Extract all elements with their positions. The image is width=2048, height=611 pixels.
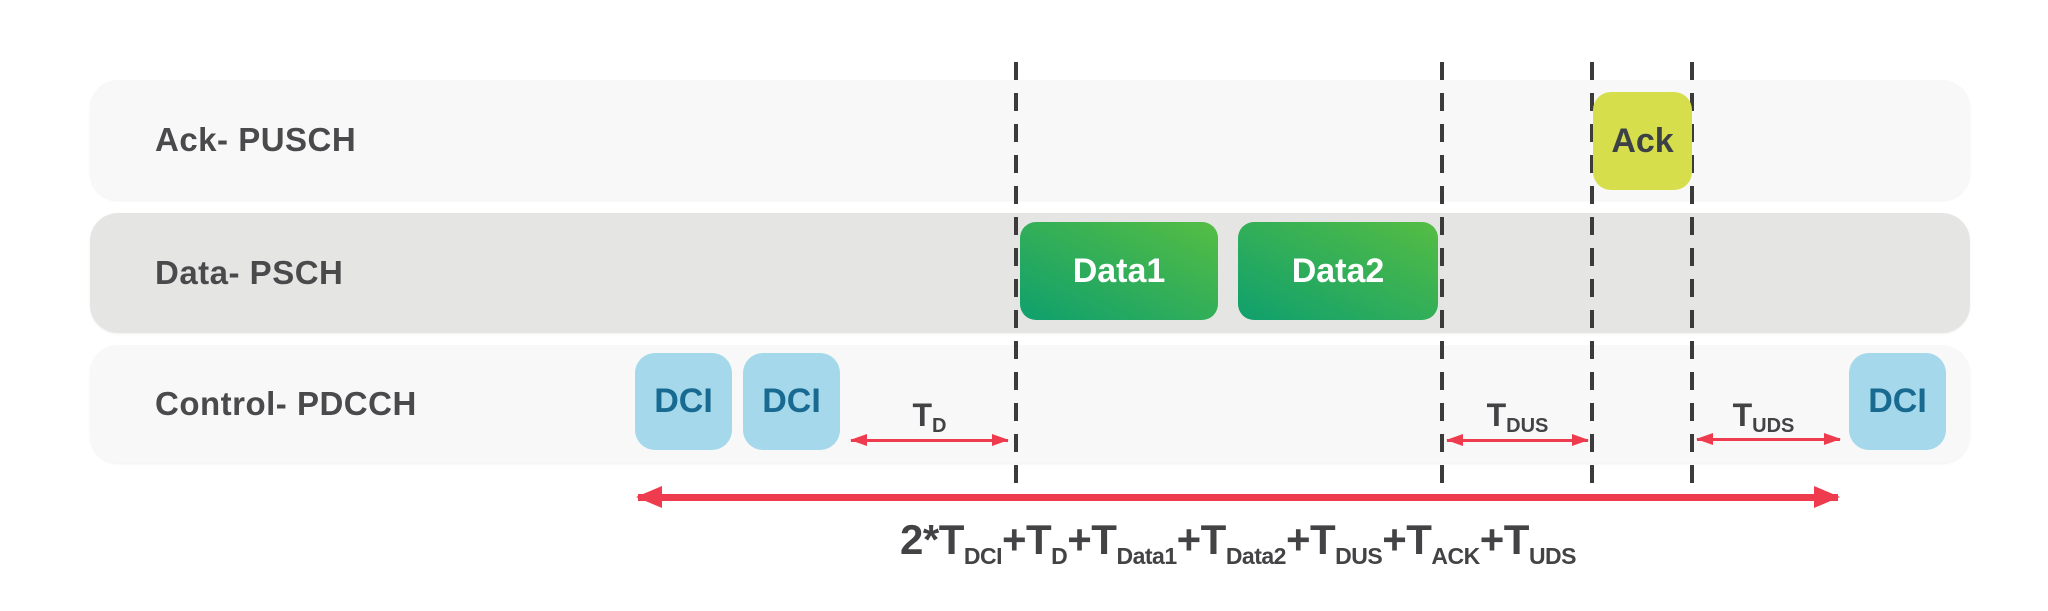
t-dus-base: T [1486,397,1507,433]
formula-term: +T [1001,516,1052,563]
slot-boundary-line-3 [1590,62,1594,484]
lane-ack-pusch-label: Ack- PUSCH [155,121,357,158]
formula-term-subscript: D [1051,543,1068,569]
slot-boundary-line-4 [1690,62,1694,484]
formula-term-subscript: Data2 [1225,543,1287,569]
lane-data-psch-label: Data- PSCH [155,254,344,291]
formula-term-subscript: ACK [1431,543,1480,569]
t-uds-subscript: UDS [1752,415,1795,437]
lane-control-pdcch-label: Control- PDCCH [155,385,417,422]
data1-block: Data1 [1020,222,1218,320]
total-duration-arrow [636,486,1840,508]
t-d-subscript: D [932,415,947,437]
dci-block-3: DCI [1849,353,1946,450]
t-uds-base: T [1732,397,1753,433]
t-d-label: TD [851,398,1008,443]
slot-boundary-line-1 [1014,62,1018,484]
t-uds-arrow [1696,433,1841,445]
dci-block-1: DCI [635,353,732,450]
t-uds-label: TUDS [1692,398,1835,443]
dci-block-2: DCI [743,353,840,450]
formula-term: +T [1176,516,1227,563]
data2-block: Data2 [1238,222,1438,320]
formula-term: +T [1382,516,1432,563]
formula-term-subscript: Data1 [1116,543,1177,569]
t-dus-arrow [1446,434,1589,446]
t-d-base: T [912,397,933,433]
formula-term: 2*T [899,516,964,563]
formula-term: +T [1285,516,1336,563]
lane-control-pdcch: Control- PDCCH [90,345,1970,463]
slot-boundary-line-2 [1440,62,1444,484]
formula-term-subscript: DUS [1335,543,1383,569]
formula-term: +T [1067,516,1117,563]
formula-term-subscript: UDS [1528,543,1577,569]
total-duration-formula: 2*TDCI+TD+TData1+TData2+TDUS+TACK+TUDS [638,516,1838,570]
t-d-arrow [850,434,1009,446]
formula-term-subscript: DCI [963,543,1003,569]
ack-block: Ack [1593,92,1692,190]
formula-term: +T [1479,516,1530,563]
t-dus-label: TDUS [1447,398,1588,443]
t-dus-subscript: DUS [1506,415,1549,437]
